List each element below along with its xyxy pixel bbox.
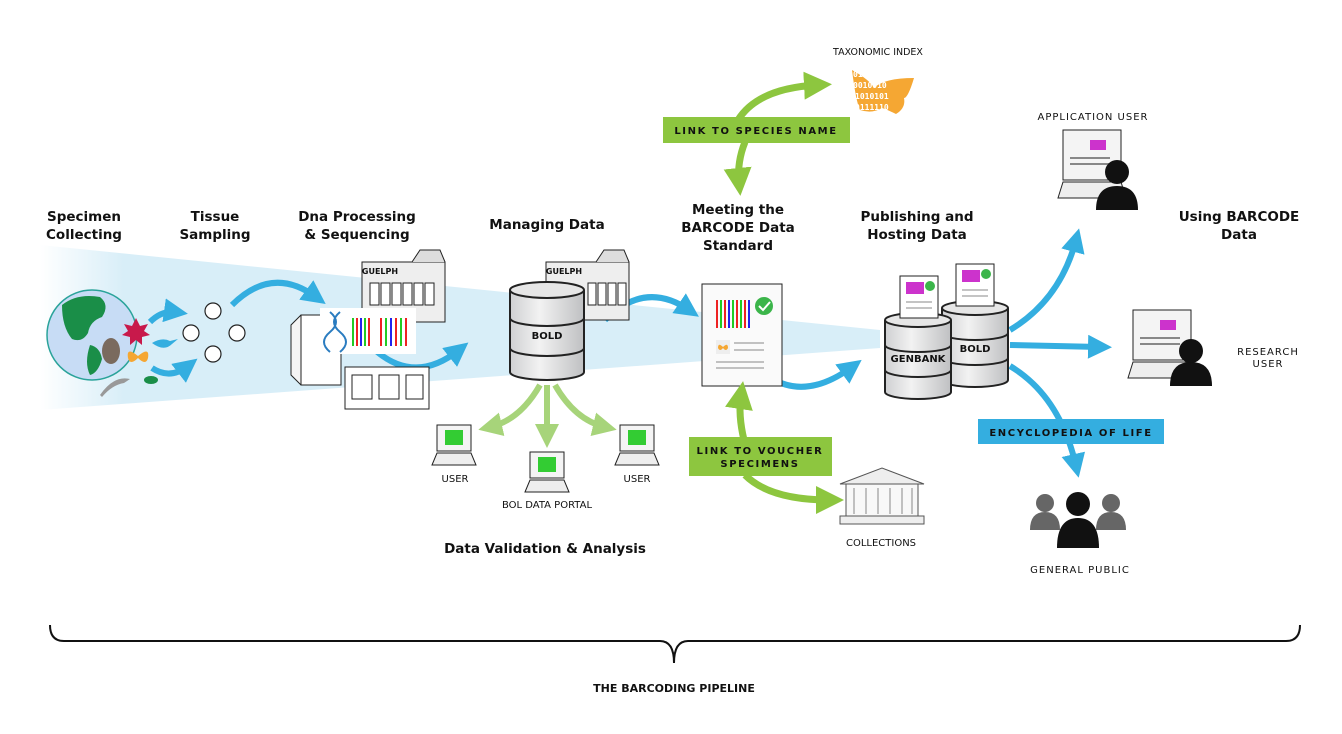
svg-text:BOLD: BOLD — [532, 331, 563, 342]
museum-building-icon — [839, 467, 925, 525]
encyclopedia-of-life-box — [978, 419, 1164, 444]
turtle-icon — [144, 376, 158, 384]
research-user-icon — [1127, 309, 1212, 386]
leaf-icon — [122, 318, 150, 345]
encyclopedia-of-life-label: ENCYCLOPEDIA OF LIFE — [989, 428, 1152, 439]
arrow-to-tissue-lower — [150, 358, 198, 383]
general-public-icon — [1030, 492, 1126, 548]
application-user-icon — [1057, 129, 1138, 210]
pipeline-brace — [49, 624, 1301, 664]
dna-barcode-card — [320, 308, 416, 354]
butterfly-icon — [127, 351, 149, 362]
taxonomic-index-label: TAXONOMIC INDEX — [832, 47, 923, 58]
record-document-icon — [955, 263, 995, 307]
application-user-label: APPLICATION USER — [1038, 112, 1149, 123]
link-to-species-name-box — [663, 117, 850, 143]
tissue-sample — [228, 324, 246, 342]
tissue-sample — [204, 302, 222, 320]
svg-text:BOLD: BOLD — [960, 344, 991, 355]
genbank-database-icon: GENBANK — [884, 312, 952, 400]
arrow-to-research-user — [1009, 334, 1112, 359]
svg-text:GENBANK: GENBANK — [891, 354, 947, 365]
arrow-to-standard-from-species — [723, 140, 752, 196]
stage-data-validation: Data Validation & Analysis — [444, 541, 646, 557]
tissue-sample — [182, 324, 200, 342]
collections-label: COLLECTIONS — [846, 538, 916, 549]
arrow-to-collections — [742, 472, 844, 514]
stage-managing-data: Managing Data — [489, 217, 604, 233]
checkmark-icon — [755, 297, 773, 315]
arrow-to-application-user — [1008, 228, 1085, 333]
bird-icon — [152, 339, 178, 348]
user-laptop-right — [614, 424, 660, 466]
tissue-sample — [204, 345, 222, 363]
arrow-to-sequencing — [229, 279, 326, 308]
stage-dna-processing: Dna Processing& Sequencing — [298, 209, 416, 243]
arrow-to-user-left — [478, 383, 543, 436]
link-to-voucher-box — [689, 437, 832, 476]
user-laptop-left — [431, 424, 477, 466]
pipeline-wedge — [40, 245, 880, 410]
arrow-to-taxonomic-index — [735, 71, 832, 122]
bol-data-portal-label: BOL DATA PORTAL — [502, 500, 593, 511]
tissue-samples — [182, 302, 246, 363]
dolphin-icon — [100, 378, 130, 397]
barcode-document-icon — [701, 283, 783, 387]
monkey-icon — [102, 338, 120, 364]
portal-laptop — [524, 451, 570, 493]
arrow-to-standard-from-voucher — [725, 381, 753, 441]
user-label-left: USER — [442, 474, 469, 485]
arrow-to-general-public — [1008, 363, 1086, 478]
bold-database-icon: BOLD — [509, 281, 585, 381]
general-public-label: GENERAL PUBLIC — [1030, 565, 1130, 576]
pipeline-footer-label: THE BARCODING PIPELINE — [593, 682, 755, 695]
svg-text:GUELPH: GUELPH — [546, 267, 582, 276]
svg-text:GUELPH: GUELPH — [362, 267, 398, 276]
arrow-to-user-right — [552, 383, 617, 436]
barcode-icon — [352, 318, 407, 346]
link-to-species-name-label: LINK TO SPECIES NAME — [674, 126, 837, 137]
dna-icon — [323, 311, 347, 353]
arrow-to-tissue-upper — [147, 298, 188, 325]
user-label-right: USER — [624, 474, 651, 485]
record-document-icon — [899, 275, 939, 319]
